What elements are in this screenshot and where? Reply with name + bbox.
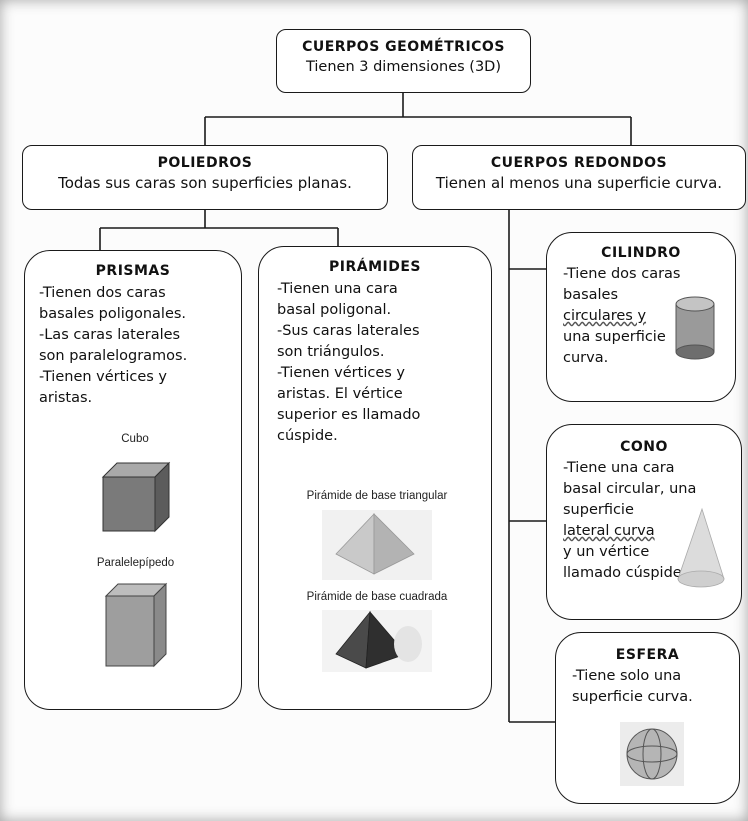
esfera-line-1: -Tiene solo una xyxy=(572,668,682,684)
piramide-cuadrada-figure xyxy=(322,610,432,672)
cono-line-3: superficie xyxy=(563,502,634,518)
prismas-line-2: basales poligonales. xyxy=(39,306,187,322)
piramides-line-1: -Tienen una cara xyxy=(277,281,398,297)
sphere-figure xyxy=(620,722,684,786)
cilindro-line-2: basales xyxy=(563,287,619,303)
prismas-title: PRISMAS xyxy=(95,263,171,279)
piramides-line-7: superior es llamado xyxy=(277,407,421,423)
root-title: CUERPOS GEOMÉTRICOS xyxy=(302,39,505,55)
piramides-line-2: basal poligonal. xyxy=(277,302,392,318)
piramide-triangular-caption: Pirámide de base triangular xyxy=(306,490,448,502)
cono-line-1: -Tiene una cara xyxy=(563,460,675,476)
poliedros-title: POLIEDROS xyxy=(157,155,253,171)
cono-line-4: lateral curva xyxy=(563,523,655,539)
poliedros-subtitle: Todas sus caras son superficies planas. xyxy=(58,174,352,192)
esfera-title: ESFERA xyxy=(615,647,680,663)
root-node: CUERPOS GEOMÉTRICOS Tienen 3 dimensiones… xyxy=(276,29,531,93)
redondos-title: CUERPOS REDONDOS xyxy=(490,155,668,171)
cilindro-line-5: curva. xyxy=(563,350,609,366)
piramide-cuadrada-caption: Pirámide de base cuadrada xyxy=(306,591,448,603)
cube-figure xyxy=(101,461,171,533)
redondos-subtitle: Tienen al menos una superficie curva. xyxy=(435,174,723,192)
cilindro-line-1: -Tiene dos caras xyxy=(563,266,681,282)
prismas-line-5: -Tienen vértices y xyxy=(39,369,167,385)
paralelepipedo-figure xyxy=(104,582,168,668)
cilindro-line-3: circulares y xyxy=(563,308,647,324)
piramides-title: PIRÁMIDES xyxy=(329,259,421,275)
cone-figure xyxy=(677,507,725,588)
prismas-line-1: -Tienen dos caras xyxy=(39,285,166,301)
piramides-line-3: -Sus caras laterales xyxy=(277,323,420,339)
piramide-triangular-figure xyxy=(322,510,432,580)
cubo-caption: Cubo xyxy=(121,433,149,445)
piramides-line-5: -Tienen vértices y xyxy=(277,365,405,381)
poliedros-node: POLIEDROS Todas sus caras son superficie… xyxy=(22,145,388,210)
prismas-line-4: son paralelogramos. xyxy=(39,348,188,364)
paralelepipedo-caption: Paralelepípedo xyxy=(96,557,175,569)
piramides-line-6: aristas. El vértice xyxy=(277,386,403,402)
cono-line-5: y un vértice xyxy=(563,544,650,560)
prismas-line-3: -Las caras laterales xyxy=(39,327,181,343)
cylinder-figure xyxy=(675,296,715,360)
cono-line-2: basal circular, una xyxy=(563,481,697,497)
redondos-node: CUERPOS REDONDOS Tienen al menos una sup… xyxy=(412,145,746,210)
prismas-line-6: aristas. xyxy=(39,390,93,406)
root-subtitle: Tienen 3 dimensiones (3D) xyxy=(305,59,501,75)
cilindro-line-4: una superficie xyxy=(563,329,666,345)
piramides-line-8: cúspide. xyxy=(277,428,338,444)
piramides-line-4: son triángulos. xyxy=(277,344,385,360)
esfera-line-2: superficie curva. xyxy=(572,689,693,705)
cilindro-title: CILINDRO xyxy=(601,245,681,261)
cono-title: CONO xyxy=(620,439,668,455)
cono-node: CONO -Tiene una cara basal circular, una… xyxy=(546,424,742,620)
cono-line-6: llamado cúspide. xyxy=(563,565,687,581)
